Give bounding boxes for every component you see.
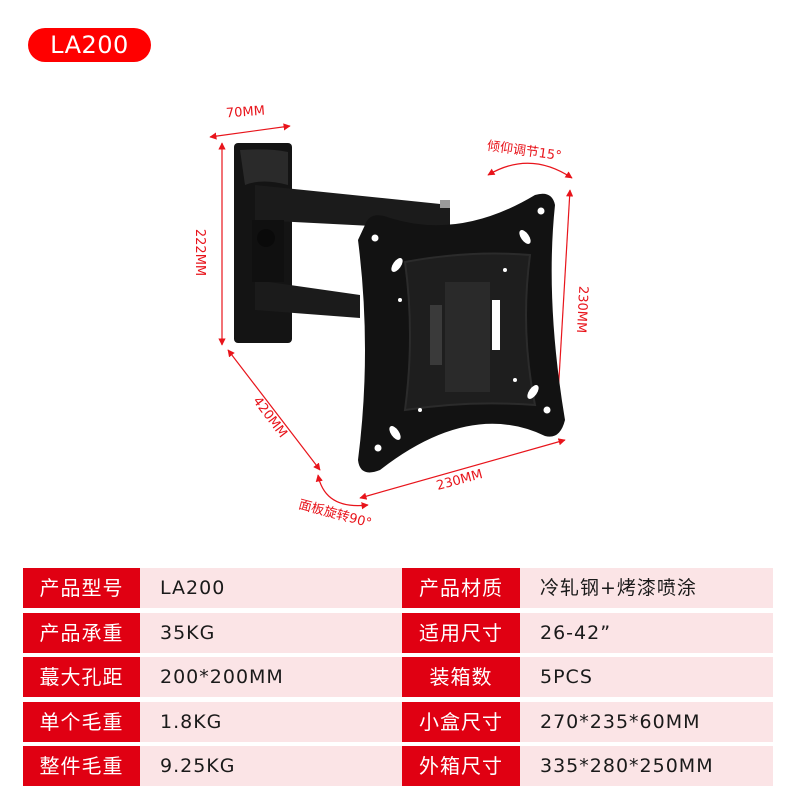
spec-label: 单个毛重 — [23, 702, 140, 742]
spec-row: 单个毛重 1.8KG 小盒尺寸 270*235*60MM — [23, 702, 773, 742]
spec-value: 冷轧钢+烤漆喷涂 — [520, 568, 773, 608]
dim-wall-plate-height: 222MM — [192, 228, 208, 277]
spec-row: 整件毛重 9.25KG 外箱尺寸 335*280*250MM — [23, 746, 773, 786]
wall-mount-illustration — [209, 123, 574, 510]
spec-value: 335*280*250MM — [520, 746, 773, 786]
spec-value: 200*200MM — [140, 657, 402, 697]
spec-label: 产品型号 — [23, 568, 140, 608]
spec-label: 产品材质 — [402, 568, 520, 608]
spec-value: 5PCS — [520, 657, 773, 697]
dim-vesa-plate-height: 230MM — [572, 285, 591, 334]
spec-row: 产品型号 LA200 产品材质 冷轧钢+烤漆喷涂 — [23, 568, 773, 608]
spec-label: 蕞大孔距 — [23, 657, 140, 697]
spec-value: 26-42” — [520, 613, 773, 653]
product-diagram: 70MM 222MM 230MM 420MM 230MM 倾仰调节15° 面板旋… — [0, 80, 800, 560]
dim-wall-plate-width: 70MM — [225, 103, 266, 122]
spec-label: 外箱尺寸 — [402, 746, 520, 786]
spec-row: 产品承重 35KG 适用尺寸 26-42” — [23, 613, 773, 653]
spec-value: 9.25KG — [140, 746, 402, 786]
spec-row: 蕞大孔距 200*200MM 装箱数 5PCS — [23, 657, 773, 697]
spec-value: 35KG — [140, 613, 402, 653]
spec-label: 小盒尺寸 — [402, 702, 520, 742]
spec-label: 适用尺寸 — [402, 613, 520, 653]
spec-value: 270*235*60MM — [520, 702, 773, 742]
spec-label: 整件毛重 — [23, 746, 140, 786]
spec-label: 装箱数 — [402, 657, 520, 697]
spec-value: LA200 — [140, 568, 402, 608]
spec-value: 1.8KG — [140, 702, 402, 742]
spec-label: 产品承重 — [23, 613, 140, 653]
model-badge: LA200 — [28, 28, 151, 62]
